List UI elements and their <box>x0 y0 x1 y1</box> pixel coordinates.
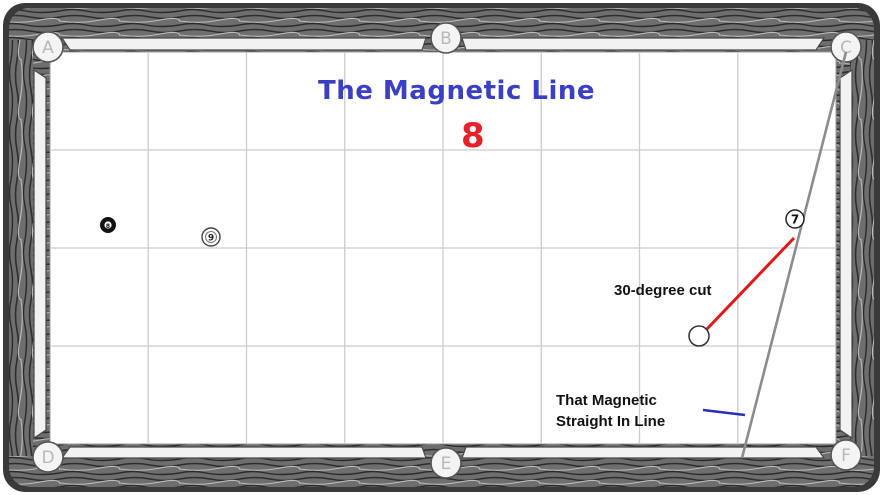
straight-line-annotation: That Magnetic Straight In Line <box>556 390 716 432</box>
ball-eight: 8 <box>100 217 116 233</box>
cushion-bottom-right <box>462 447 824 458</box>
svg-text:7: 7 <box>791 213 799 227</box>
pocket-label: F <box>841 446 851 466</box>
pocket-label: D <box>41 448 54 468</box>
ball-seven: 7 <box>786 210 804 228</box>
cut-angle-annotation: 30-degree cut <box>614 280 714 301</box>
pocket-e: E <box>431 448 461 478</box>
cue-ball <box>689 326 709 346</box>
pocket-d: D <box>33 442 63 472</box>
pocket-label: A <box>42 38 54 58</box>
cushion-top-left <box>62 38 426 50</box>
right-rail-wood <box>850 40 874 456</box>
pocket-f: F <box>831 440 861 470</box>
pocket-b: B <box>431 23 461 53</box>
pocket-label: B <box>440 29 452 49</box>
svg-text:8: 8 <box>106 223 110 230</box>
cushion-bottom-left <box>62 447 426 458</box>
ball-nine: 9 <box>202 228 220 246</box>
pocket-a: A <box>33 32 63 62</box>
left-rail-wood <box>9 40 33 456</box>
pocket-c: C <box>831 32 861 62</box>
cushion-top-right <box>462 38 824 50</box>
diagram-title: The Magnetic Line <box>318 76 595 106</box>
svg-text:9: 9 <box>208 234 214 244</box>
cushion-left <box>34 70 46 438</box>
pocket-label: E <box>441 454 452 474</box>
game-number: 8 <box>461 116 485 156</box>
cushion-right <box>840 70 852 438</box>
